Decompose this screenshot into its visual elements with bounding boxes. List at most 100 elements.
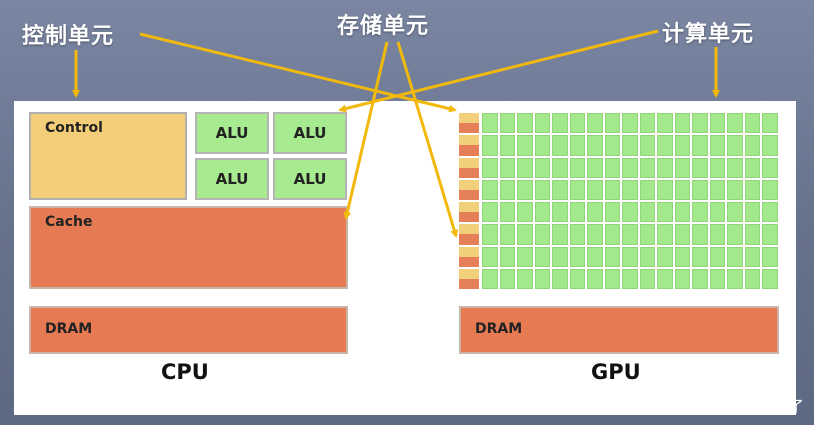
gpu-core-cell — [674, 268, 691, 289]
gpu-core-cell — [657, 268, 673, 289]
gpu-core-cell — [604, 268, 621, 289]
gpu-core-cell — [692, 224, 708, 245]
gpu-core-cell — [569, 113, 586, 134]
gpu-cache-cell — [459, 189, 479, 200]
gpu-core-cell — [709, 135, 726, 156]
arrow-storage-to-cache — [343, 41, 389, 220]
gpu-core-cell — [622, 246, 638, 267]
gpu-core-cell — [482, 157, 498, 178]
gpu-core-cell — [552, 268, 568, 289]
gpu-core-cell — [604, 179, 621, 200]
gpu-core-cell — [744, 224, 761, 245]
gpu-core-cell — [499, 179, 516, 200]
gpu-core-cell — [709, 202, 726, 223]
gpu-core-cell — [604, 113, 621, 134]
gpu-core-cell — [569, 268, 586, 289]
gpu-core-cell — [499, 113, 516, 134]
gpu-core-cell — [639, 113, 656, 134]
gpu-core-cell — [587, 157, 603, 178]
gpu-core-cell — [709, 157, 726, 178]
gpu-core-cell — [639, 246, 656, 267]
gpu-core-cell — [727, 268, 743, 289]
cpu-alu-4: ALU — [273, 158, 347, 200]
gpu-cache-cell — [459, 212, 479, 223]
gpu-core-cell — [499, 157, 516, 178]
gpu-core-cell — [762, 157, 778, 178]
gpu-core-cell — [552, 113, 568, 134]
gpu-core-cell — [692, 113, 708, 134]
gpu-core-cell — [534, 246, 551, 267]
gpu-core-cell — [709, 113, 726, 134]
gpu-core-cell — [587, 246, 603, 267]
gpu-core-cell — [517, 113, 533, 134]
gpu-core-cell — [639, 202, 656, 223]
gpu-cache-cell — [459, 278, 479, 289]
gpu-core-cell — [639, 135, 656, 156]
gpu-core-cell — [499, 246, 516, 267]
gpu-core-cell — [639, 179, 656, 200]
gpu-core-cell — [692, 246, 708, 267]
gpu-core-cell — [552, 179, 568, 200]
gpu-control-cell — [459, 179, 479, 190]
gpu-core-cell — [569, 157, 586, 178]
gpu-core-cell — [499, 202, 516, 223]
gpu-core-cell — [709, 179, 726, 200]
gpu-core-cell — [552, 202, 568, 223]
gpu-core-cell — [727, 246, 743, 267]
gpu-core-cell — [727, 135, 743, 156]
gpu-core-cell — [727, 179, 743, 200]
gpu-core-cell — [657, 157, 673, 178]
gpu-core-cell — [674, 113, 691, 134]
gpu-cache-cell — [459, 145, 479, 156]
gpu-core-cell — [762, 179, 778, 200]
gpu-core-cell — [762, 135, 778, 156]
gpu-core-cell — [622, 268, 638, 289]
gpu-core-cell — [569, 202, 586, 223]
gpu-cache-cell — [459, 167, 479, 178]
gpu-cache-cell — [459, 256, 479, 267]
gpu-core-cell — [674, 224, 691, 245]
gpu-control-cell — [459, 157, 479, 168]
gpu-core-cell — [674, 246, 691, 267]
gpu-core-cell — [674, 157, 691, 178]
gpu-core-cell — [587, 224, 603, 245]
gpu-core-cell — [552, 246, 568, 267]
gpu-core-cell — [709, 268, 726, 289]
gpu-core-cell — [744, 135, 761, 156]
gpu-core-cell — [482, 179, 498, 200]
gpu-core-cell — [517, 157, 533, 178]
gpu-control-cell — [459, 246, 479, 257]
gpu-core-cell — [569, 224, 586, 245]
arrow-compute-to-cpu — [338, 29, 659, 113]
cpu-dram-block: DRAM — [29, 306, 348, 354]
gpu-core-cell — [587, 268, 603, 289]
gpu-core-cell — [604, 246, 621, 267]
gpu-control-cell — [459, 135, 479, 146]
gpu-core-cell — [552, 157, 568, 178]
gpu-core-cell — [569, 246, 586, 267]
gpu-control-cell — [459, 113, 479, 124]
gpu-core-cell — [622, 113, 638, 134]
gpu-core-cell — [499, 135, 516, 156]
gpu-core-cell — [639, 157, 656, 178]
gpu-cache-cell — [459, 123, 479, 134]
gpu-core-cell — [674, 179, 691, 200]
gpu-core-cell — [622, 157, 638, 178]
arrow-control-to-gpu — [139, 32, 457, 113]
gpu-core-cell — [499, 224, 516, 245]
cpu-title: CPU — [161, 360, 209, 384]
gpu-core-cell — [587, 135, 603, 156]
gpu-control-cell — [459, 268, 479, 279]
gpu-core-cell — [692, 179, 708, 200]
gpu-core-cell — [517, 202, 533, 223]
gpu-cache-cell — [459, 234, 479, 245]
gpu-core-cell — [727, 202, 743, 223]
gpu-core-cell — [657, 113, 673, 134]
gpu-core-cell — [622, 224, 638, 245]
gpu-core-cell — [604, 224, 621, 245]
gpu-core-cell — [482, 224, 498, 245]
gpu-core-cell — [692, 202, 708, 223]
gpu-core-cell — [762, 202, 778, 223]
gpu-core-cell — [762, 268, 778, 289]
gpu-core-cell — [727, 157, 743, 178]
